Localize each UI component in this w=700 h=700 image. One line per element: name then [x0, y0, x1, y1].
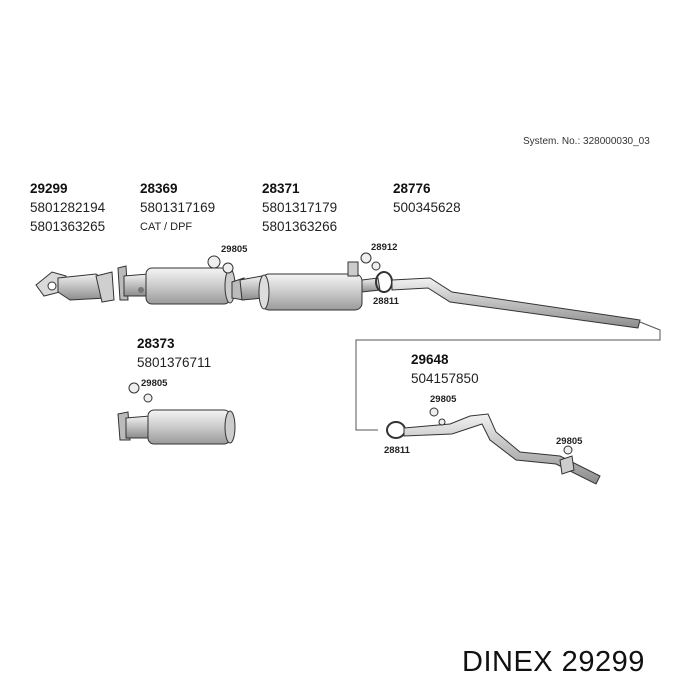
clamp-label: 29805 [430, 394, 457, 405]
oem-ref: 5801317169 [140, 200, 216, 215]
oem-ref: 504157850 [411, 371, 479, 386]
silencer-28371 [239, 261, 381, 311]
front-pipe-29299 [35, 271, 115, 303]
dpf-28373 [117, 382, 236, 445]
part-number-28373: 28373 [137, 336, 175, 351]
part-description: CAT / DPF [140, 221, 193, 233]
clamp-label: 28912 [371, 242, 398, 253]
clamp-label: 28811 [373, 296, 399, 307]
clamp-label: 29805 [556, 436, 583, 447]
clamp-label: 29805 [221, 244, 248, 255]
part-number-28776: 28776 [393, 181, 431, 196]
part-number-29648: 29648 [411, 352, 449, 367]
clamp-label: 29805 [141, 378, 168, 389]
tail-pipe-28776 [391, 277, 641, 329]
oem-ref: 5801317179 [262, 200, 338, 215]
oem-ref: 5801282194 [30, 200, 106, 215]
cat-dpf-28369 [117, 265, 236, 305]
pipe-29648 [386, 407, 601, 485]
oem-ref: 5801363265 [30, 219, 106, 234]
clamp-label: 28811 [384, 445, 410, 456]
part-number-28369: 28369 [140, 181, 178, 196]
brand-title: DINEX 29299 [462, 646, 645, 678]
leader-line [355, 321, 661, 431]
oem-ref: 500345628 [393, 200, 461, 215]
system-number: System. No.: 328000030_03 [523, 136, 650, 147]
oem-ref: 5801376711 [137, 355, 212, 370]
part-number-28371: 28371 [262, 181, 300, 196]
oem-ref: 5801363266 [262, 219, 338, 234]
part-number-29299: 29299 [30, 181, 68, 196]
